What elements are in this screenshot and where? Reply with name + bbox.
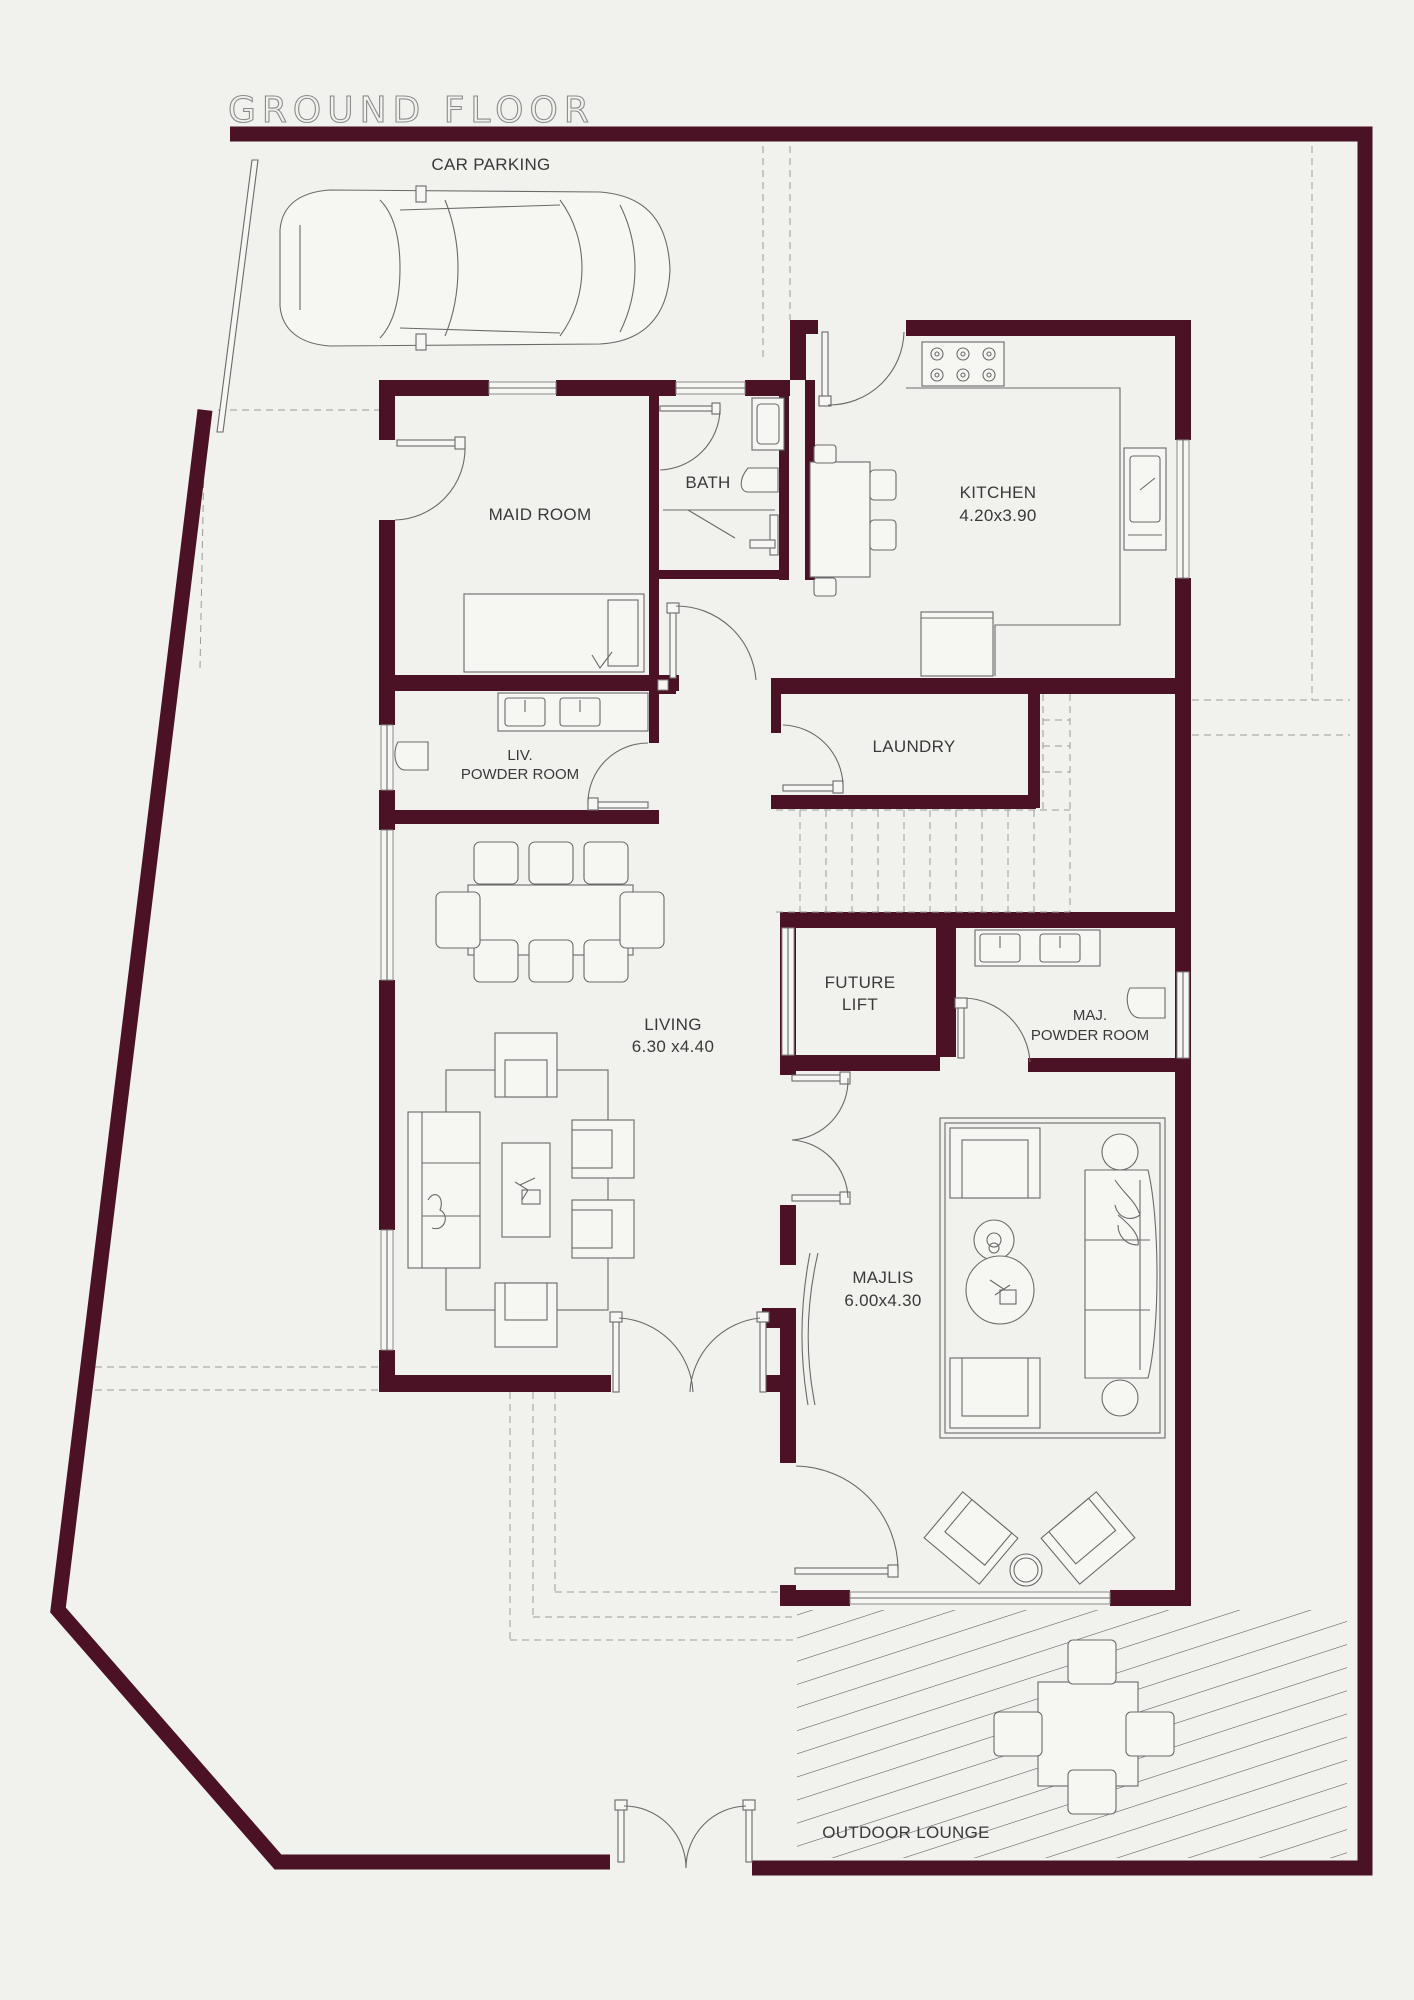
living-dining-set [435,841,665,983]
staircase [776,694,1071,913]
label-future-lift-2: LIFT [842,995,878,1014]
label-majlis: MAJLIS [852,1268,913,1287]
label-bath: BATH [685,473,730,492]
room-labels: CAR PARKING MAID ROOM BATH KITCHEN 4.20x… [431,155,1149,1842]
gate-rail [216,159,259,433]
boundary-wall [50,126,1373,1876]
majlis-corner-chairs [923,1491,1136,1587]
label-living: LIVING [644,1015,702,1034]
label-liv-powder-2: POWDER ROOM [461,766,579,783]
house-walls [379,320,1191,1606]
maj-powder-fixtures [974,929,1166,1019]
car [279,185,671,351]
outdoor-dining [993,1639,1175,1815]
label-outdoor-lounge: OUTDOOR LOUNGE [822,1823,990,1842]
label-maj-powder-1: MAJ. [1073,1007,1107,1024]
kitchen-fixtures [809,341,1167,677]
label-laundry: LAUNDRY [872,737,955,756]
maid-bed [463,593,645,673]
label-living-dimensions: 6.30 x4.40 [632,1037,714,1056]
majlis-furniture [939,1117,1166,1439]
plan-title: GROUND FLOOR [228,90,595,131]
label-maj-powder-2: POWDER ROOM [1031,1027,1149,1044]
label-majlis-dimensions: 6.00x4.30 [844,1291,921,1310]
liv-powder-fixtures [394,692,649,771]
label-kitchen: KITCHEN [960,483,1037,502]
label-liv-powder-1: LIV. [507,747,532,764]
windows [380,381,1190,1605]
dashed-lines [95,146,1350,1641]
label-car-parking: CAR PARKING [431,155,550,174]
doors [394,331,1031,1869]
label-maid-room: MAID ROOM [489,505,592,524]
living-lounge-set [407,1032,635,1348]
label-future-lift-1: FUTURE [825,973,896,992]
bath-fixtures [663,397,785,556]
label-kitchen-dimensions: 4.20x3.90 [959,506,1036,525]
